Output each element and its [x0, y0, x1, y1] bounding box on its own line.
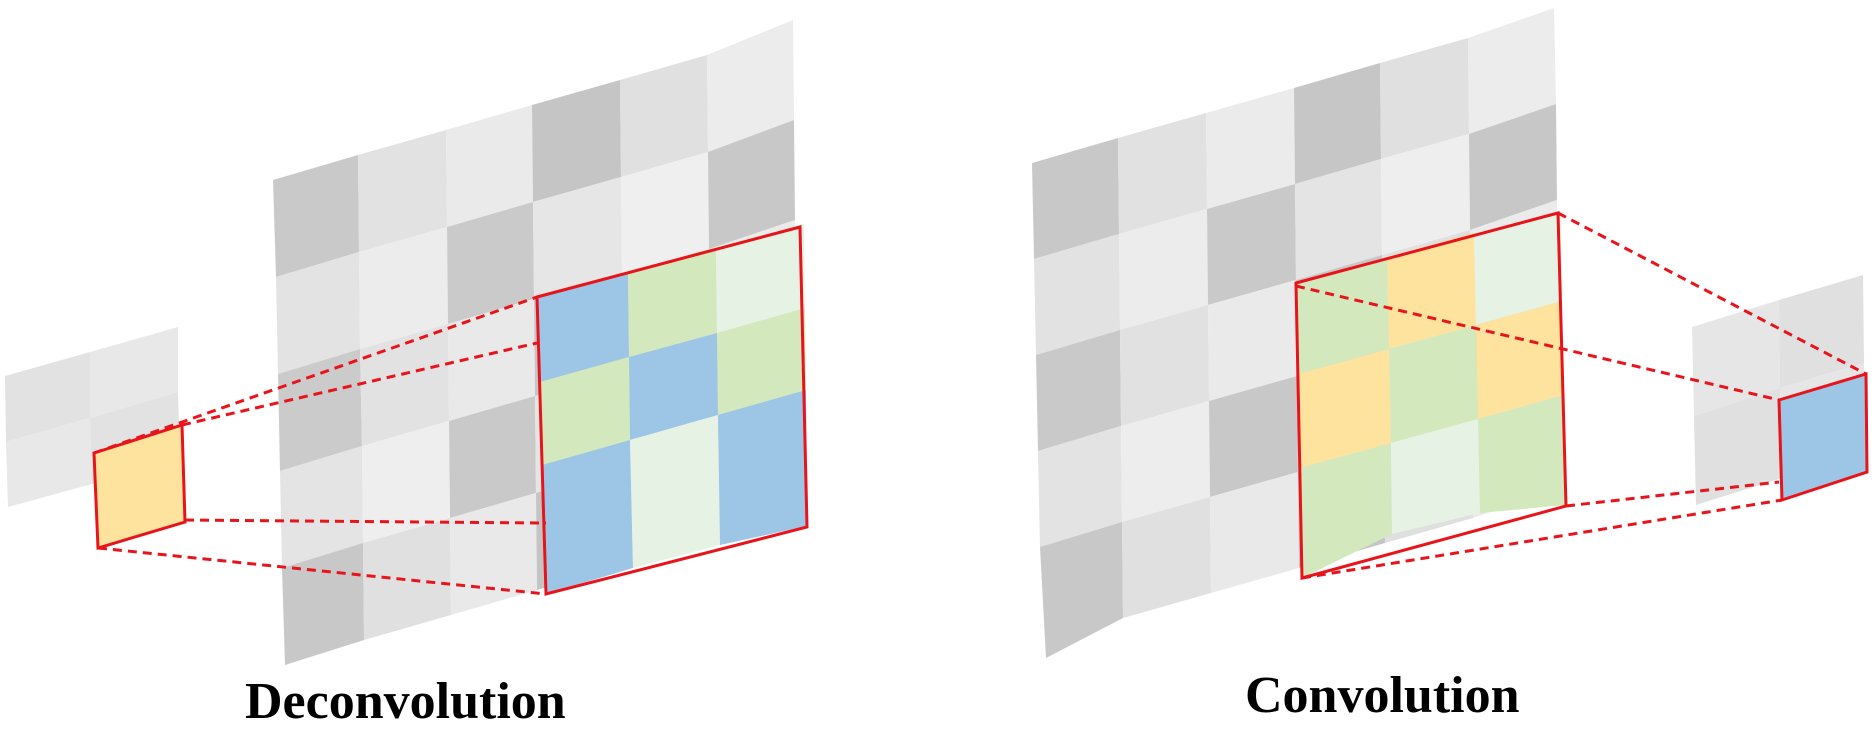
grid-cell — [446, 105, 533, 227]
grid-cell — [1040, 522, 1123, 658]
kernel-cell — [1474, 213, 1562, 325]
output-pixel — [1777, 371, 1869, 503]
convolution-caption: Convolution — [1245, 667, 1520, 724]
kernel-cell — [1298, 349, 1391, 468]
grid-cell — [533, 177, 622, 299]
grid-cell — [1119, 209, 1208, 330]
deconv-output-kernel — [535, 224, 809, 596]
kernel-cell — [1476, 301, 1563, 419]
grid-cell — [1038, 426, 1122, 547]
kernel-cell — [630, 415, 720, 568]
output-cell — [1692, 300, 1780, 416]
projection-line — [1565, 480, 1780, 508]
kernel-cell — [537, 272, 629, 382]
grid-cell — [708, 120, 795, 249]
kernel-cell — [1478, 395, 1566, 513]
kernel-cell — [1387, 233, 1476, 349]
grid-cell — [360, 324, 449, 446]
grid-cell — [362, 421, 450, 543]
grid-cell — [448, 299, 535, 421]
grid-cell — [358, 130, 447, 252]
output-cell — [1779, 275, 1864, 388]
grid-cell — [707, 20, 794, 152]
grid-cell — [1294, 63, 1381, 184]
deconvolution-caption: Deconvolution — [245, 673, 566, 730]
kernel-cell — [629, 333, 718, 440]
grid-cell — [276, 252, 360, 374]
deconv-input-pixel — [92, 422, 187, 550]
conv-input-grid — [1032, 8, 1560, 658]
projection-line — [93, 295, 538, 455]
kernel-cell — [542, 440, 633, 594]
input-cell — [5, 352, 90, 442]
grid-cell — [1120, 305, 1209, 426]
kernel-cell — [1296, 257, 1389, 374]
grid-cell — [280, 446, 363, 568]
kernel-cell — [718, 390, 807, 545]
grid-cell — [1380, 38, 1469, 159]
projection-line — [1295, 284, 1780, 402]
kernel-cell — [540, 357, 630, 465]
kernel-cell — [717, 308, 806, 415]
conv-kernel — [1294, 211, 1568, 580]
grid-cell — [1295, 159, 1382, 280]
kernel-cell — [628, 247, 717, 357]
grid-cell — [621, 152, 709, 274]
grid-cell — [620, 55, 708, 177]
projection-line — [181, 341, 538, 427]
grid-cell — [1381, 134, 1470, 255]
convolution-panel — [1032, 8, 1869, 658]
conv-projection-lines — [1295, 211, 1867, 580]
input-pixel — [92, 422, 187, 550]
kernel-cell — [716, 224, 805, 333]
grid-cell — [1469, 104, 1557, 230]
projection-line — [1557, 211, 1867, 376]
projection-line — [97, 546, 547, 596]
grid-cell — [1121, 401, 1210, 522]
grid-cell — [449, 396, 536, 518]
deconv-projection-lines — [93, 295, 547, 596]
grid-cell — [447, 202, 534, 324]
kernel-cell — [1300, 443, 1392, 578]
grid-cell — [1032, 138, 1119, 259]
grid-cell — [1468, 8, 1556, 134]
grid-cell — [273, 155, 359, 277]
grid-cell — [1210, 472, 1299, 593]
grid-cell — [532, 80, 621, 202]
kernel-cell — [1391, 419, 1480, 534]
grid-cell — [1207, 184, 1296, 305]
deconvolution-panel — [5, 20, 809, 665]
grid-cell — [1208, 280, 1297, 401]
grid-cell — [1118, 113, 1207, 234]
grid-cell — [1209, 376, 1298, 497]
conv-output-pixel — [1777, 371, 1869, 503]
grid-cell — [1034, 234, 1120, 355]
grid-cell — [363, 518, 451, 640]
grid-cell — [1122, 497, 1211, 618]
kernel-cell — [1389, 325, 1478, 443]
projection-line — [1301, 498, 1783, 580]
input-cell — [6, 418, 92, 507]
grid-cell — [359, 227, 448, 349]
grid-cell — [1206, 88, 1295, 209]
output-cell — [1694, 388, 1782, 505]
input-cell — [90, 327, 178, 418]
kernel-outline — [535, 225, 809, 596]
grid-cell — [1036, 330, 1121, 451]
projection-line — [184, 518, 547, 525]
